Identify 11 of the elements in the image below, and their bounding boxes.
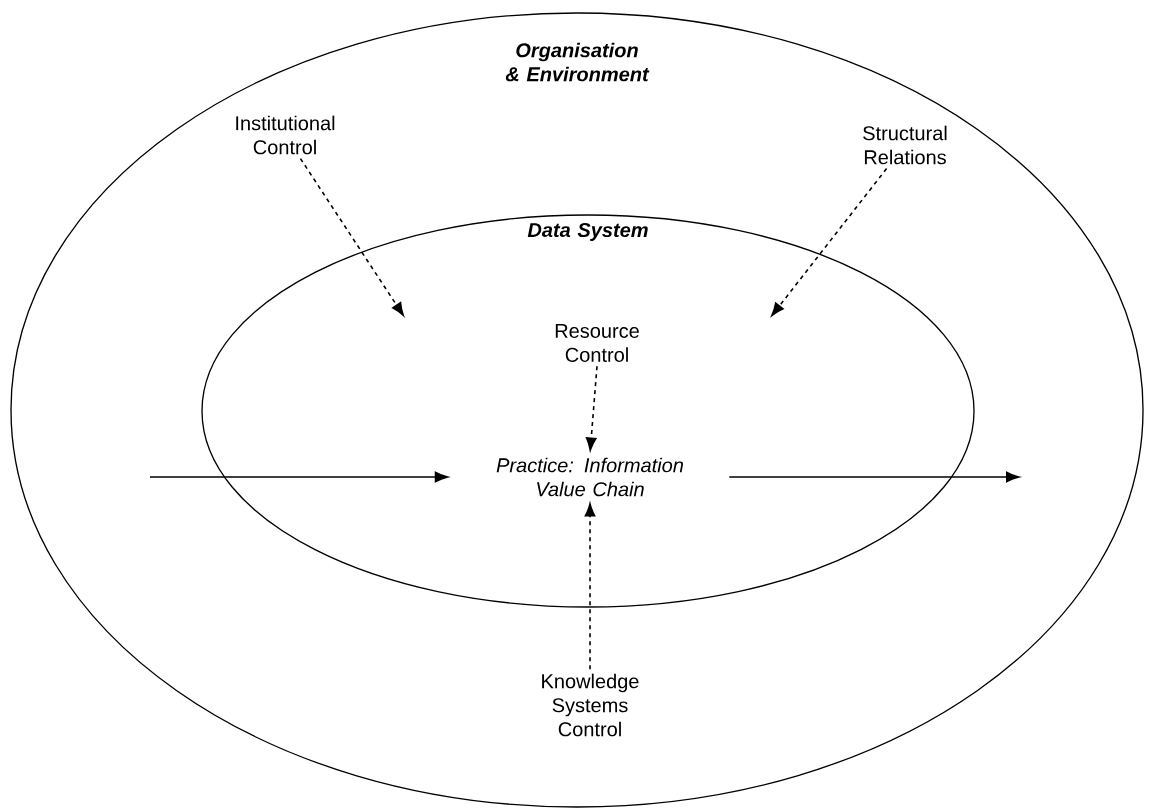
text-label: Institutional Control: [236, 115, 335, 155]
text-label: Knowledge Systems Control: [542, 673, 639, 737]
arrow: [299, 157, 404, 317]
text-label: Practice: Information Value Chain: [496, 457, 683, 497]
arrow: [585, 365, 598, 451]
arrow: [584, 503, 596, 671]
text-label: Resource Control: [555, 324, 639, 362]
arrow: [728, 471, 1020, 483]
arrow: [771, 167, 888, 317]
text-label: Structural Relations: [863, 125, 947, 165]
arrow: [149, 471, 449, 483]
